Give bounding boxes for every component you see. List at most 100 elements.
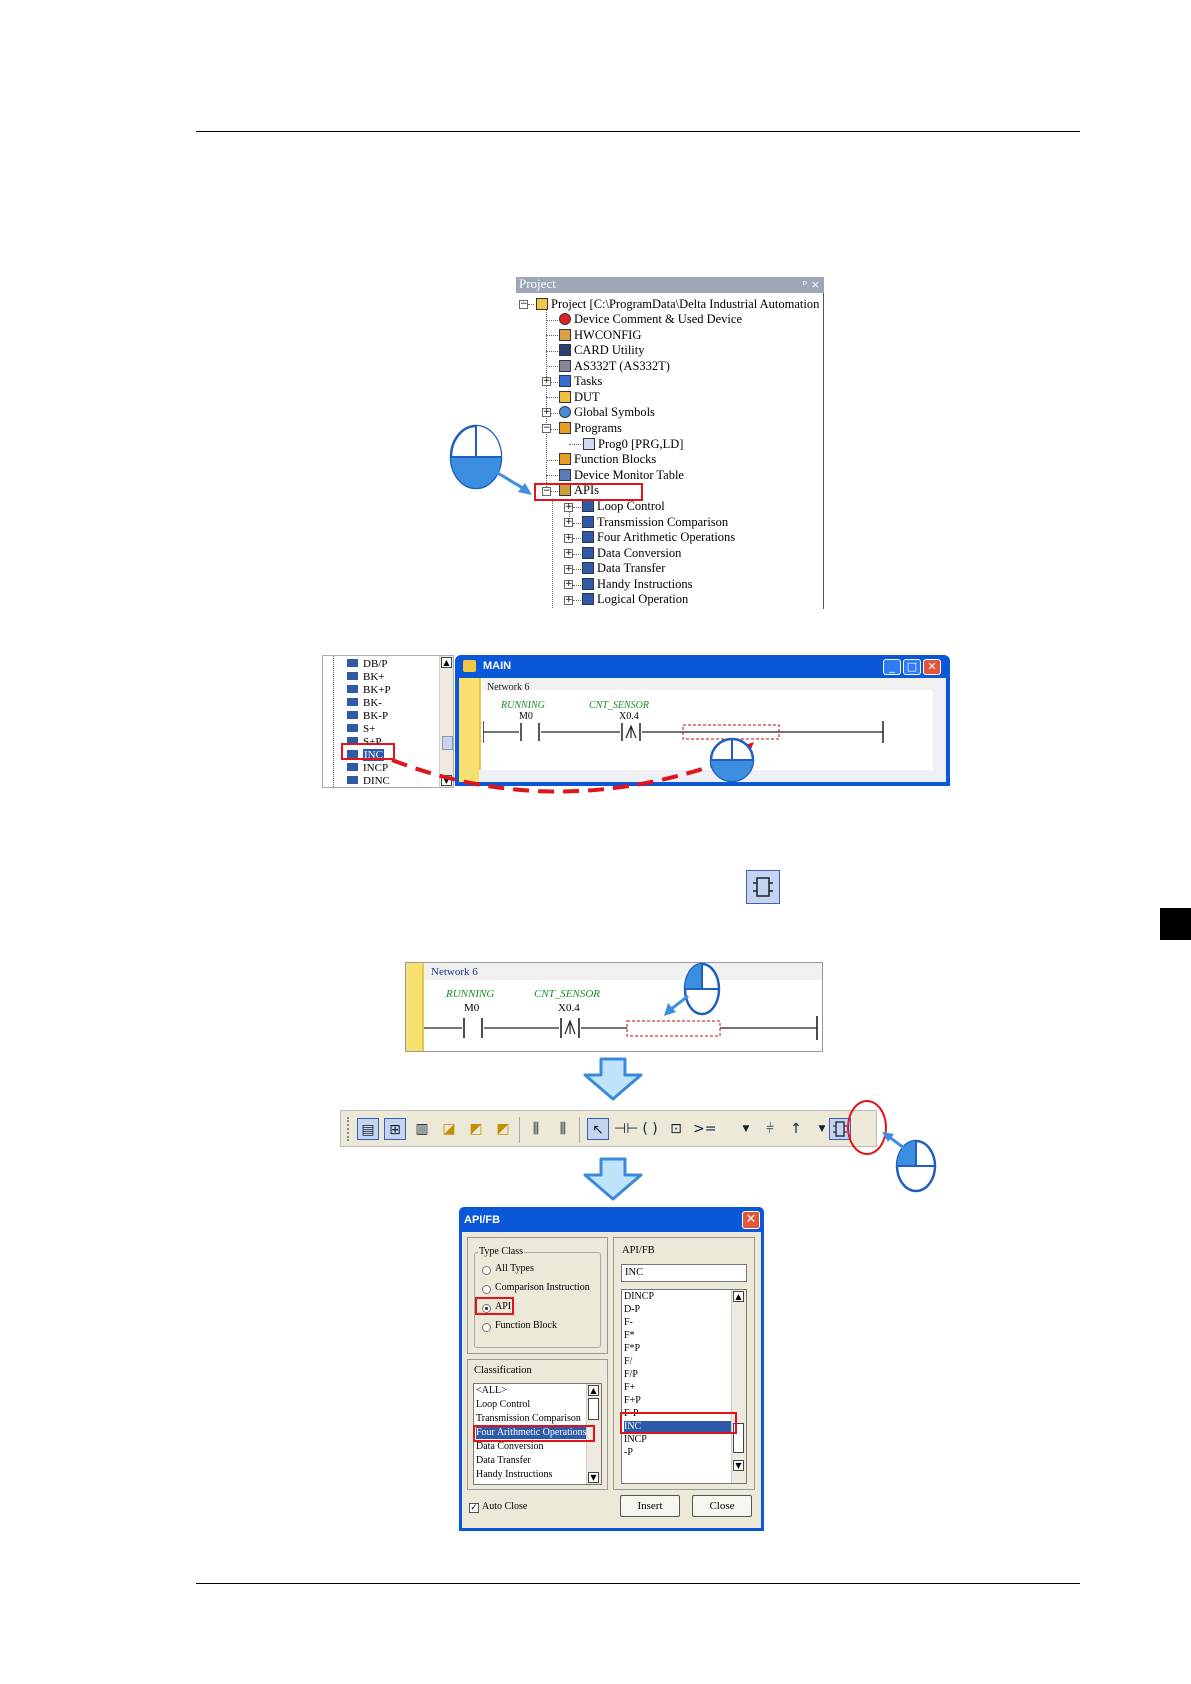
network-6-editor[interactable]: Network 6 RUNNING M0 CNT_SENSOR X0.4 bbox=[405, 962, 823, 1052]
list-item[interactable]: D-P bbox=[624, 1304, 641, 1315]
expand-data-transfer-icon[interactable]: + bbox=[564, 564, 573, 574]
tree-item-apis[interactable]: APIs bbox=[559, 483, 599, 498]
arrow-up-icon[interactable]: ↑ bbox=[790, 1121, 802, 1137]
coil-icon[interactable]: ( ) bbox=[642, 1121, 658, 1137]
list-item[interactable]: F- bbox=[624, 1317, 633, 1328]
tree-item-prog0[interactable]: Prog0 [PRG,LD] bbox=[583, 437, 683, 452]
type-class-group bbox=[474, 1252, 601, 1348]
list-item[interactable]: Transmission Comparison bbox=[476, 1413, 581, 1424]
tree-item-hwconfig[interactable]: HWCONFIG bbox=[559, 328, 641, 343]
tree-item-function-blocks[interactable]: Function Blocks bbox=[559, 452, 656, 467]
api-instruction-button[interactable] bbox=[829, 1118, 851, 1140]
list-item[interactable]: BK+P bbox=[347, 684, 391, 696]
list-item-label: S+P bbox=[363, 736, 382, 748]
tree-item-tasks[interactable]: Tasks bbox=[559, 374, 602, 389]
list-item[interactable]: S+ bbox=[347, 723, 375, 735]
list-item[interactable]: INCP bbox=[624, 1434, 647, 1445]
tree-label: Function Blocks bbox=[574, 452, 657, 466]
classification-list[interactable]: <ALL> Loop Control Transmission Comparis… bbox=[473, 1383, 602, 1485]
function-block-icon[interactable]: ⊡ bbox=[670, 1121, 682, 1137]
collapse-root-icon[interactable]: − bbox=[519, 299, 528, 309]
branch-icon[interactable]: ⫩ bbox=[765, 1121, 775, 1137]
dialog-close-button[interactable]: Close bbox=[692, 1495, 752, 1517]
list-scrollbar[interactable]: ▲ ▼ bbox=[731, 1290, 746, 1483]
list-item[interactable]: F/P bbox=[624, 1369, 638, 1380]
open-folder-up-icon[interactable]: ◩ bbox=[469, 1121, 483, 1137]
insert-button[interactable]: Insert bbox=[620, 1495, 680, 1517]
tree-item-transmission-comparison[interactable]: Transmission Comparison bbox=[582, 515, 728, 530]
list-item[interactable]: DB/P bbox=[347, 658, 387, 670]
collapse-programs-icon[interactable]: − bbox=[542, 423, 551, 433]
tree-item-device-comment[interactable]: Device Comment & Used Device bbox=[559, 312, 742, 327]
list-item[interactable]: BK- bbox=[347, 697, 382, 709]
chevron-down-icon[interactable]: ▼ bbox=[818, 1124, 826, 1134]
expand-transmission-comparison-icon[interactable]: + bbox=[564, 517, 573, 527]
list-item[interactable]: DINC bbox=[347, 775, 390, 787]
collapse-apis-icon[interactable]: − bbox=[542, 486, 551, 496]
list-item-selected[interactable]: INC bbox=[624, 1421, 731, 1433]
expand-loop-control-icon[interactable]: + bbox=[564, 502, 573, 512]
list-item[interactable]: INCP bbox=[347, 762, 388, 774]
tree-item-data-transfer[interactable]: Data Transfer bbox=[582, 561, 665, 576]
minimize-button[interactable]: _ bbox=[883, 659, 901, 675]
tree-root[interactable]: Project [C:\ProgramData\Delta Industrial… bbox=[536, 297, 819, 312]
tree-item-loop-control[interactable]: Loop Control bbox=[582, 499, 665, 514]
expand-data-conversion-icon[interactable]: + bbox=[564, 548, 573, 558]
list-item[interactable]: BK-P bbox=[347, 710, 388, 722]
radio-function-block[interactable] bbox=[482, 1323, 491, 1332]
dialog-close-icon[interactable]: ✕ bbox=[742, 1211, 760, 1229]
list-item-selected[interactable]: Four Arithmetic Operations bbox=[476, 1427, 587, 1439]
tree-item-device-monitor-table[interactable]: Device Monitor Table bbox=[559, 468, 684, 483]
expand-tasks-icon[interactable]: + bbox=[542, 376, 551, 386]
open-folder-icon[interactable]: ◪ bbox=[442, 1121, 456, 1137]
delete-column-icon[interactable]: ⫼ bbox=[559, 1121, 567, 1137]
expand-handy-instructions-icon[interactable]: + bbox=[564, 579, 573, 589]
list-item[interactable]: F/ bbox=[624, 1356, 633, 1367]
expand-four-arithmetic-icon[interactable]: + bbox=[564, 533, 573, 543]
expand-logical-operation-icon[interactable]: + bbox=[564, 595, 573, 605]
list-item[interactable]: F*P bbox=[624, 1343, 641, 1354]
list-item[interactable]: Loop Control bbox=[476, 1399, 531, 1410]
api-fb-input[interactable]: INC bbox=[621, 1264, 747, 1282]
pin-close-icon[interactable]: ᵖ × bbox=[802, 278, 820, 291]
tree-item-card-utility[interactable]: CARD Utility bbox=[559, 343, 645, 358]
api-fb-list[interactable]: DINCP D-P F- F* F*P F/ F/P F+ F+P F-P IN… bbox=[621, 1289, 747, 1484]
tree-item-logical-operation[interactable]: Logical Operation bbox=[582, 592, 688, 607]
list-item[interactable]: F* bbox=[624, 1330, 635, 1341]
radio-comparison[interactable] bbox=[482, 1285, 491, 1294]
list-item[interactable]: Data Conversion bbox=[476, 1441, 544, 1452]
chevron-down-icon[interactable]: ▼ bbox=[742, 1124, 750, 1134]
list-item[interactable]: F+ bbox=[624, 1382, 636, 1393]
open-folder-down-icon[interactable]: ◩ bbox=[496, 1121, 510, 1137]
radio-all-types[interactable] bbox=[482, 1266, 491, 1275]
tree-item-dut[interactable]: DUT bbox=[559, 390, 600, 405]
list-item[interactable]: Handy Instructions bbox=[476, 1469, 553, 1480]
close-button[interactable]: ✕ bbox=[923, 659, 941, 675]
insert-column-icon[interactable]: ⫼ bbox=[532, 1121, 540, 1137]
expand-global-symbols-icon[interactable]: + bbox=[542, 407, 551, 417]
list-scrollbar[interactable]: ▲ ▼ bbox=[439, 656, 453, 787]
tree-item-data-conversion[interactable]: Data Conversion bbox=[582, 546, 681, 561]
auto-close-checkbox[interactable]: ✓ bbox=[469, 1503, 479, 1513]
sfc-view-icon[interactable]: ▥ bbox=[415, 1121, 429, 1137]
pointer-icon[interactable]: ↖ bbox=[587, 1118, 609, 1140]
network-view-icon[interactable]: ⊞ bbox=[384, 1118, 406, 1140]
list-item[interactable]: -P bbox=[624, 1447, 633, 1458]
list-item[interactable]: DINCP bbox=[624, 1291, 655, 1302]
ladder-editor[interactable]: Network 6 RUNNING M0 CNT_SENSOR X0.4 bbox=[459, 678, 946, 782]
list-item[interactable]: BK+ bbox=[347, 671, 384, 683]
maximize-button[interactable]: □ bbox=[903, 659, 921, 675]
compare-dropdown[interactable]: >= bbox=[693, 1118, 739, 1140]
list-item[interactable]: S+P bbox=[347, 736, 381, 748]
ladder-view-icon[interactable]: ▤ bbox=[357, 1118, 379, 1140]
tree-item-programs[interactable]: Programs bbox=[559, 421, 622, 436]
list-item[interactable]: <ALL> bbox=[476, 1385, 507, 1396]
tree-item-global-symbols[interactable]: Global Symbols bbox=[559, 405, 655, 420]
radio-api[interactable] bbox=[482, 1304, 491, 1313]
contact-icon[interactable]: ⊣⊢ bbox=[614, 1121, 639, 1137]
list-item[interactable]: F+P bbox=[624, 1395, 641, 1406]
tree-item-four-arithmetic[interactable]: Four Arithmetic Operations bbox=[582, 530, 735, 545]
list-item[interactable]: Data Transfer bbox=[476, 1455, 531, 1466]
tree-item-as332t[interactable]: AS332T (AS332T) bbox=[559, 359, 670, 374]
tree-item-handy-instructions[interactable]: Handy Instructions bbox=[582, 577, 692, 592]
